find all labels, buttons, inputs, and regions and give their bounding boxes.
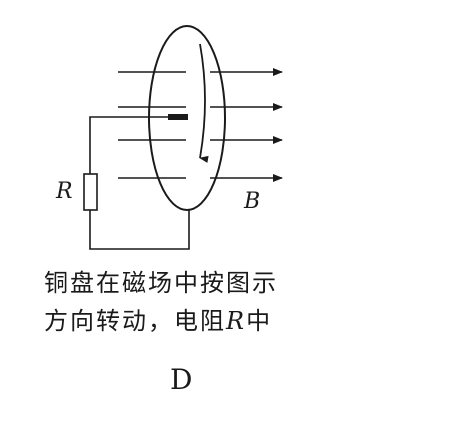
caption-line-2: 方向转动，电阻R中	[44, 309, 272, 333]
copper-disk	[148, 25, 226, 211]
field-arrows-right	[210, 68, 283, 182]
resistor-label: R	[55, 179, 73, 204]
rotation-arrow	[199, 43, 209, 163]
circuit-wire	[89, 116, 190, 250]
resistor	[83, 173, 98, 211]
caption-line-2-prefix: 方向转动，电阻	[44, 307, 226, 335]
field-lines-left	[118, 71, 186, 179]
caption-line-2-suffix: 中	[246, 307, 273, 335]
option-label: D	[170, 363, 193, 396]
caption-line-1: 铜盘在磁场中按图示	[44, 269, 278, 297]
field-label: B	[243, 189, 260, 214]
brush-contact	[168, 114, 188, 120]
caption-line-2-variable: R	[226, 307, 247, 335]
